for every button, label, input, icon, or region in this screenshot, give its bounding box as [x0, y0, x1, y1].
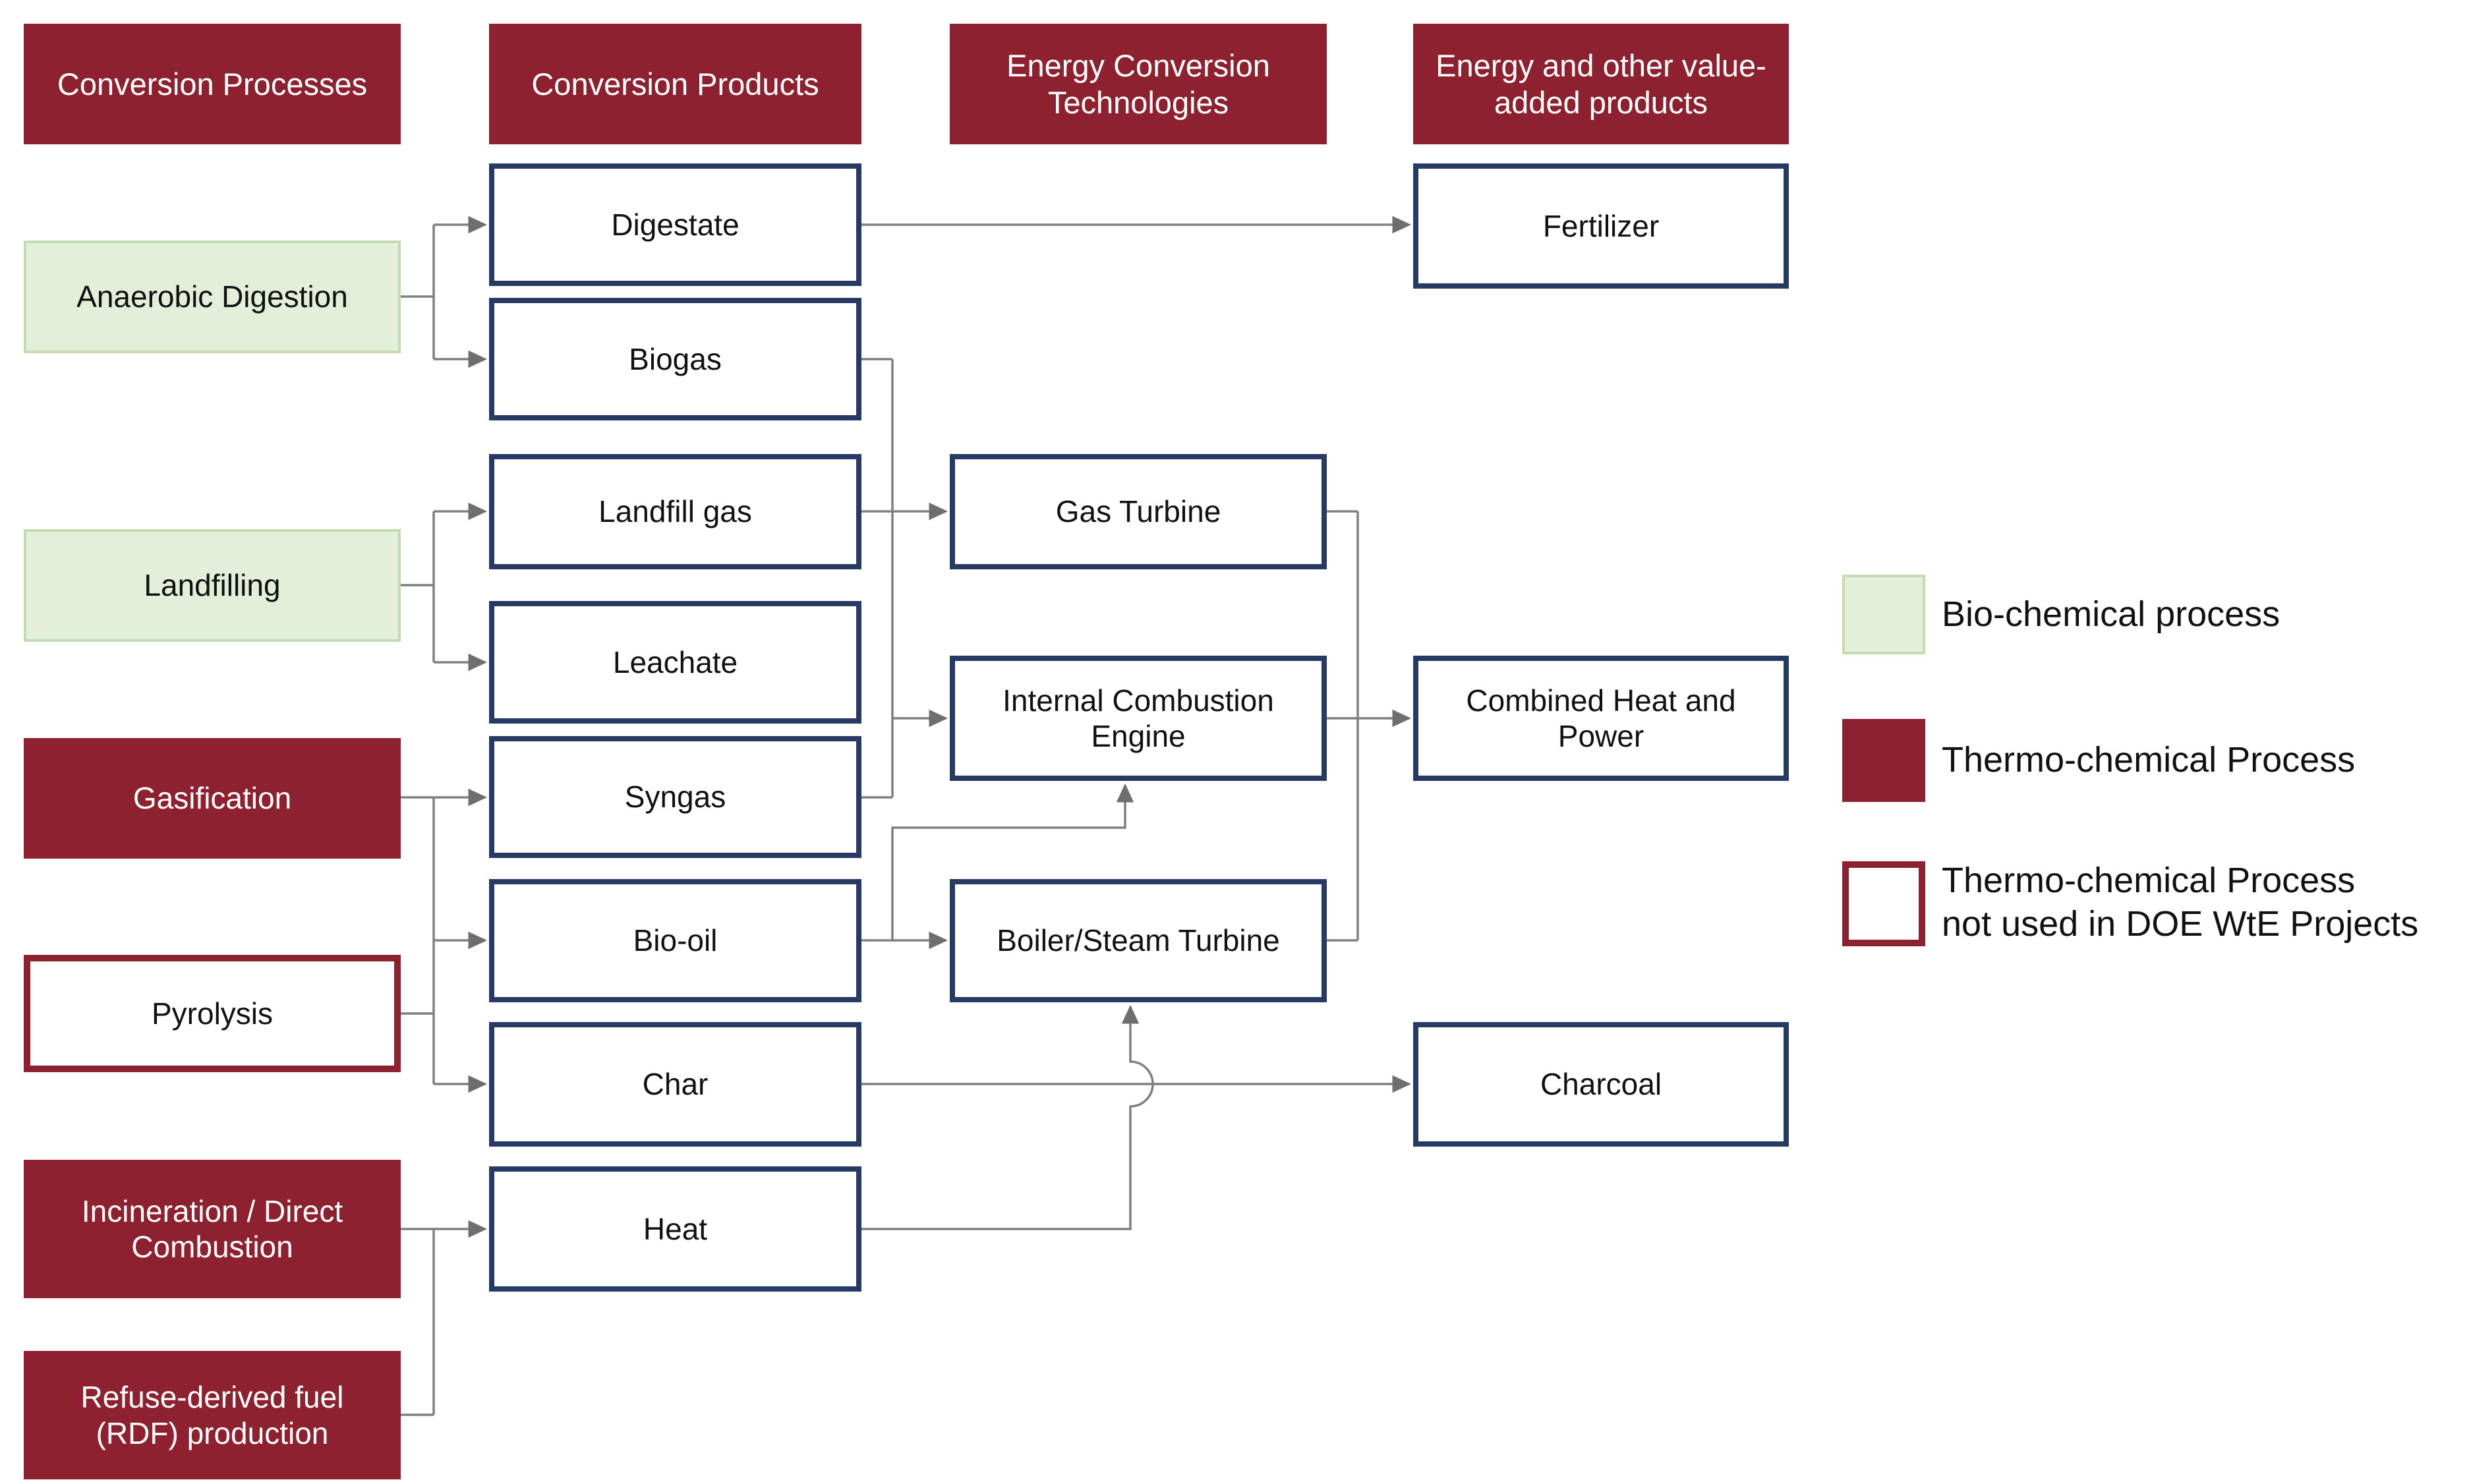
legend-text: Bio-chemical process [1942, 594, 2281, 634]
legend-label-thermo-chemical: Thermo-chemical Process [1942, 719, 2355, 802]
node-label: Anaerobic Digestion [76, 279, 348, 314]
header-energy-conversion-technologies: Energy Conversion Technologies [950, 24, 1327, 144]
node-combined-heat-and-power: Combined Heat and Power [1413, 656, 1789, 781]
node-label: Digestate [611, 207, 740, 242]
node-biogas: Biogas [489, 298, 861, 420]
node-internal-combustion-engine: Internal Combustion Engine [950, 656, 1327, 781]
node-label: Syngas [624, 780, 726, 814]
header-value-added-products: Energy and other value-added products [1413, 24, 1789, 144]
header-label: Energy and other value-added products [1436, 48, 1766, 120]
node-label: Leachate [612, 644, 738, 679]
node-label: Refuse-derived fuel (RDF) production [80, 1380, 344, 1450]
node-label: Biogas [629, 341, 722, 376]
legend-text: Thermo-chemical Process [1942, 740, 2356, 780]
node-boiler-steam-turbine: Boiler/Steam Turbine [950, 879, 1327, 1002]
node-label: Bio-oil [633, 923, 718, 958]
node-gas-turbine: Gas Turbine [950, 454, 1327, 569]
node-label: Boiler/Steam Turbine [997, 923, 1280, 958]
node-fertilizer: Fertilizer [1413, 163, 1789, 289]
legend-swatch-thermo-chemical-not-used [1842, 861, 1925, 946]
legend-label-thermo-chemical-not-used: Thermo-chemical Process not used in DOE … [1942, 850, 2418, 956]
node-rdf-production: Refuse-derived fuel (RDF) production [24, 1351, 401, 1479]
legend-swatch-bio-chemical [1842, 575, 1925, 654]
legend-label-bio-chemical: Bio-chemical process [1942, 575, 2280, 654]
node-label: Pyrolysis [151, 996, 274, 1031]
node-label: Incineration / Direct Combustion [81, 1193, 343, 1264]
header-label: Conversion Processes [57, 66, 368, 101]
node-landfilling: Landfilling [24, 529, 401, 642]
node-charcoal: Charcoal [1413, 1022, 1789, 1147]
node-label: Fertilizer [1542, 208, 1660, 243]
header-conversion-products: Conversion Products [489, 24, 861, 144]
node-label: Gas Turbine [1055, 494, 1221, 529]
node-label: Char [642, 1067, 709, 1102]
node-bio-oil: Bio-oil [489, 879, 861, 1002]
node-label: Charcoal [1540, 1067, 1662, 1102]
node-digestate: Digestate [489, 163, 861, 286]
node-leachate: Leachate [489, 601, 861, 724]
node-label: Heat [643, 1211, 708, 1246]
node-char: Char [489, 1022, 861, 1147]
legend-swatch-thermo-chemical [1842, 719, 1925, 802]
edge-biooil-ice [891, 784, 1134, 940]
node-pyrolysis: Pyrolysis [24, 955, 401, 1072]
header-conversion-processes: Conversion Processes [24, 24, 401, 144]
legend-text-line2: not used in DOE WtE Projects [1942, 904, 2419, 944]
node-label: Gasification [132, 781, 292, 816]
node-heat: Heat [489, 1166, 861, 1292]
legend-text-line1: Thermo-chemical Process [1942, 861, 2356, 901]
node-incineration-direct-combustion: Incineration / Direct Combustion [24, 1160, 401, 1298]
header-label: Energy Conversion Technologies [1006, 48, 1270, 120]
node-gasification: Gasification [24, 738, 401, 859]
node-syngas: Syngas [489, 736, 861, 858]
node-label: Landfill gas [598, 494, 752, 529]
node-landfill-gas: Landfill gas [489, 454, 861, 569]
node-label: Landfilling [144, 568, 281, 603]
node-label: Combined Heat and Power [1466, 683, 1736, 753]
node-anaerobic-digestion: Anaerobic Digestion [24, 241, 401, 353]
node-label: Internal Combustion Engine [1003, 683, 1274, 753]
header-label: Conversion Products [531, 66, 819, 101]
edge-heat-boiler [861, 1005, 1154, 1230]
